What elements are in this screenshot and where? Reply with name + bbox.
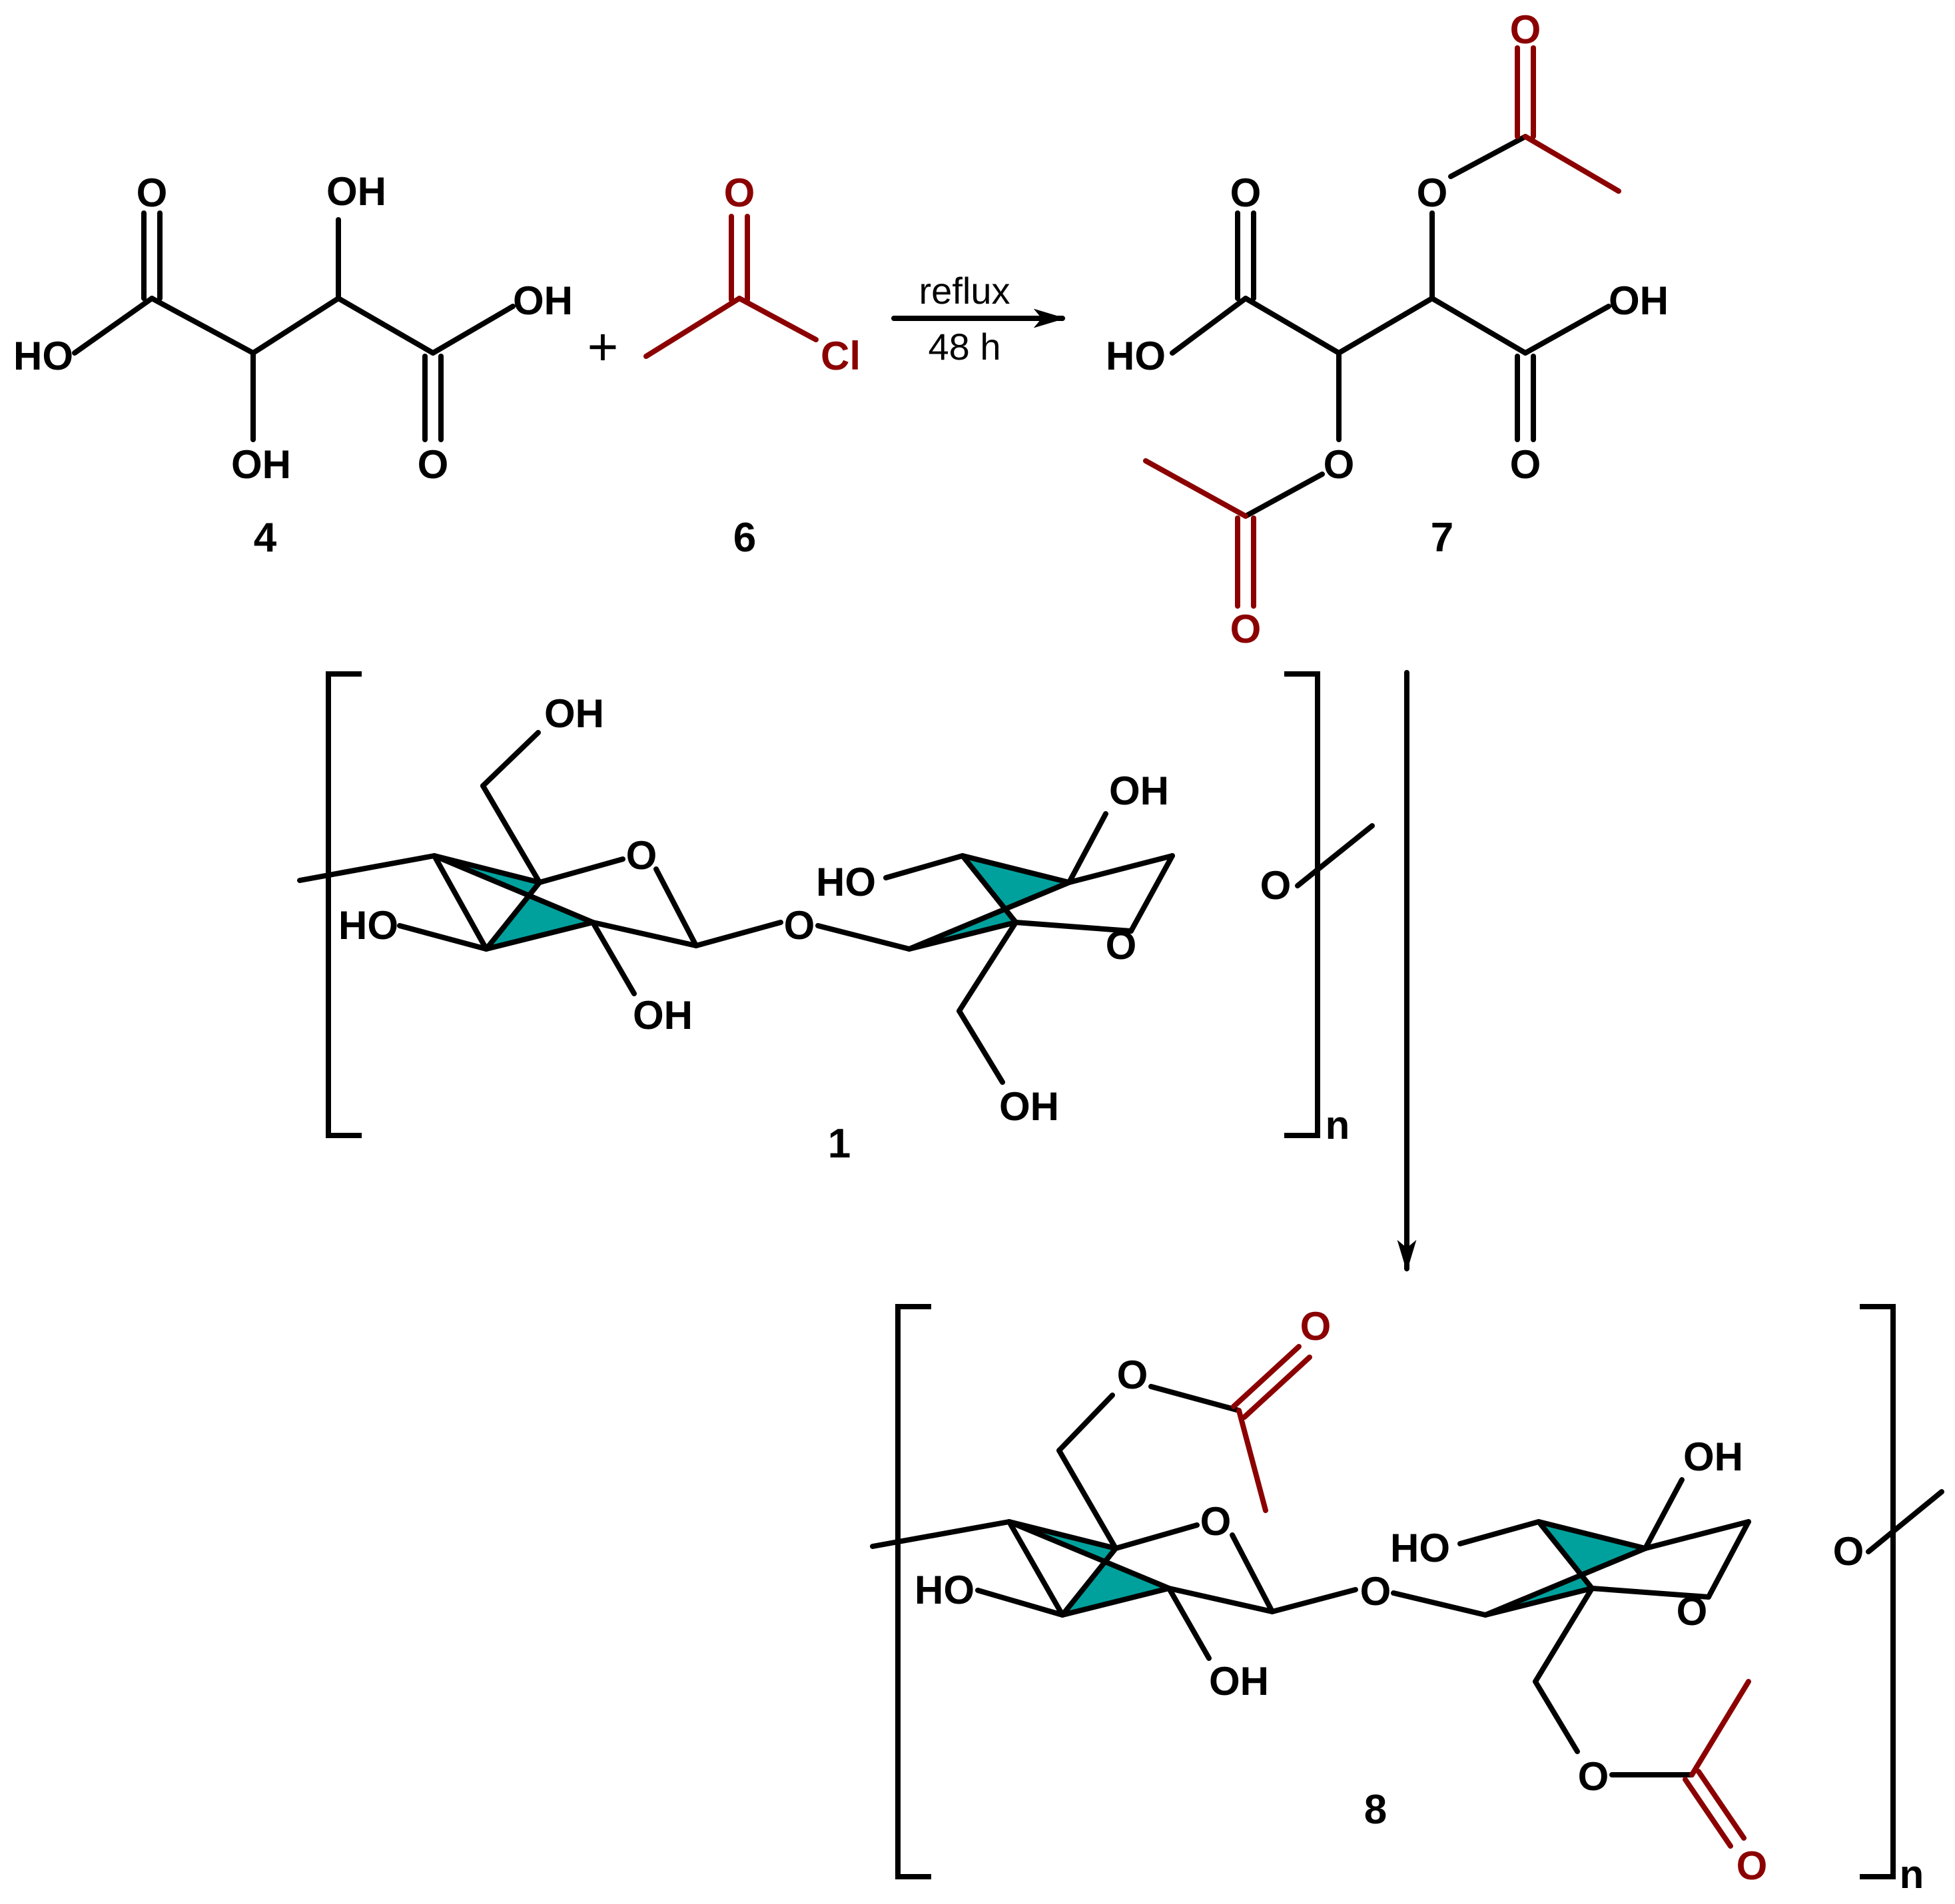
atom-O: O: [1510, 7, 1541, 52]
condition-time: 48 h: [929, 326, 1001, 368]
compound-label-4: 4: [254, 515, 277, 561]
atom-O: O: [1578, 1754, 1609, 1799]
condition-reflux: reflux: [919, 270, 1010, 312]
atom-O: O: [1360, 1569, 1391, 1614]
atom-HO: HO: [915, 1568, 975, 1612]
compound-4-structure: [72, 210, 516, 442]
compound-label-1: 1: [828, 1121, 851, 1167]
atom-O: O: [626, 833, 657, 878]
compound-6-structure: [643, 214, 819, 359]
atom-O: O: [1324, 442, 1355, 487]
atom-HO: HO: [338, 903, 398, 948]
compound-8-structure: [870, 1304, 1944, 1879]
atom-OH: OH: [1109, 769, 1169, 813]
atom-OH: OH: [326, 169, 386, 214]
atom-OH: OH: [1209, 1659, 1269, 1704]
atom-O: O: [1260, 863, 1292, 908]
atom-OH: OH: [1683, 1434, 1743, 1479]
atom-HO: HO: [816, 860, 876, 904]
compound-label-6: 6: [733, 515, 756, 561]
atom-O: O: [1300, 1304, 1332, 1349]
atom-HO: HO: [1106, 334, 1166, 378]
repeat-n: n: [1900, 1852, 1924, 1897]
plus-sign: +: [587, 317, 619, 376]
atom-OH: OH: [513, 278, 573, 323]
atom-O: O: [1106, 923, 1137, 968]
atom-OH: OH: [633, 993, 693, 1038]
atom-HO: HO: [1390, 1526, 1450, 1570]
compound-1-structure: [297, 671, 1375, 1138]
atom-O: O: [1230, 607, 1262, 651]
atom-O: O: [1230, 170, 1262, 215]
repeat-n: n: [1326, 1103, 1350, 1147]
atom-OH: OH: [544, 691, 604, 736]
atom-O: O: [1833, 1529, 1864, 1574]
atom-O: O: [724, 170, 755, 215]
atom-OH: OH: [231, 442, 291, 487]
atom-O: O: [1510, 442, 1541, 487]
compound-label-8: 8: [1364, 1787, 1387, 1833]
compound-label-7: 7: [1431, 515, 1453, 561]
atom-HO: HO: [13, 334, 73, 378]
atom-O: O: [1677, 1589, 1708, 1634]
atom-Cl: Cl: [821, 334, 861, 378]
atom-O: O: [1417, 170, 1448, 215]
atom-O: O: [1117, 1353, 1148, 1397]
atom-O: O: [784, 903, 815, 948]
atom-O: O: [1737, 1843, 1768, 1888]
atom-O: O: [1200, 1499, 1232, 1544]
atom-O: O: [418, 442, 449, 487]
atom-OH: OH: [999, 1084, 1059, 1129]
compound-7-structure: [1143, 45, 1621, 609]
atom-O: O: [137, 170, 168, 215]
atom-OH: OH: [1609, 278, 1669, 323]
